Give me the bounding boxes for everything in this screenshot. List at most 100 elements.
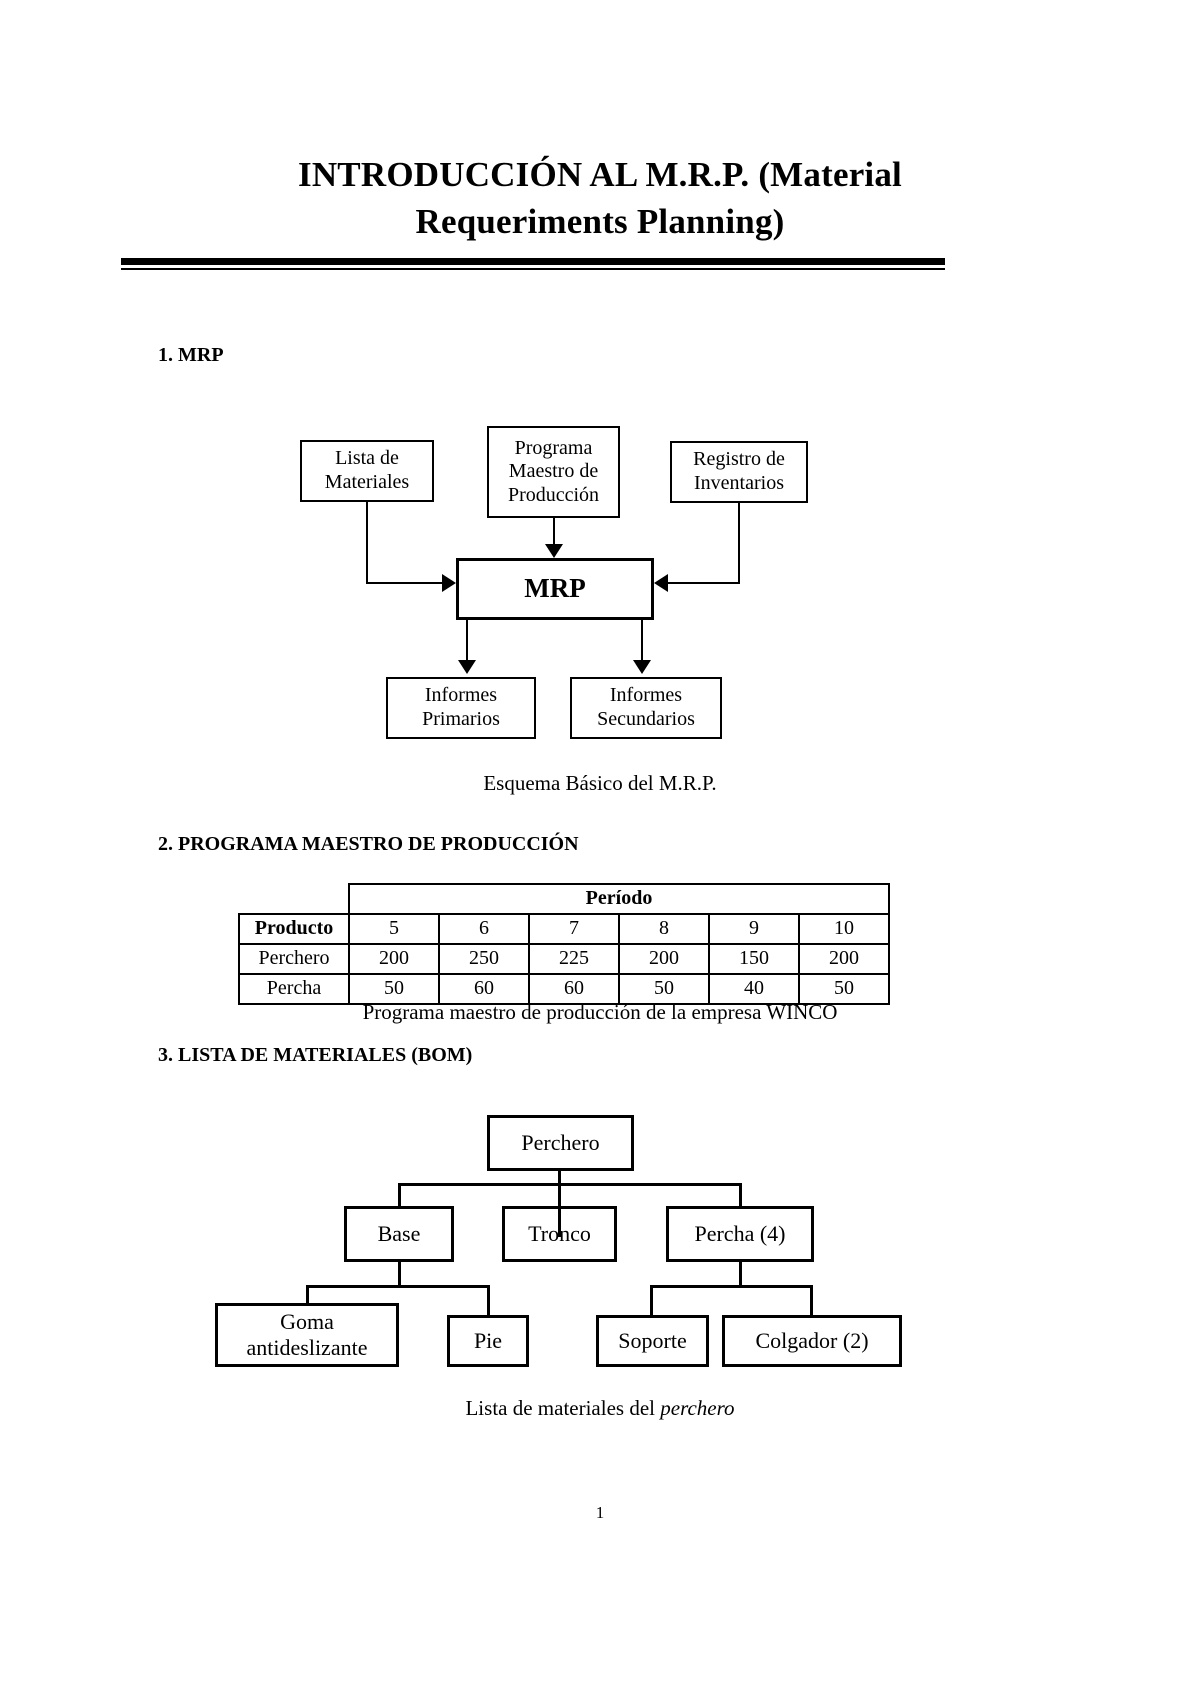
page-title-line1: INTRODUCCIÓN AL M.R.P. (Material [298, 155, 902, 194]
bom-node-base: Base [344, 1206, 454, 1262]
flow-box-line: Secundarios [597, 708, 695, 730]
mps-table: Período Producto 5 6 7 8 9 10 Perchero 2… [238, 883, 890, 1005]
bom-node-percha: Percha (4) [666, 1206, 814, 1262]
table-row-label-percha: Percha [238, 973, 350, 1005]
bom-node-label: Percha (4) [694, 1221, 786, 1247]
bom-node-label: Colgador (2) [755, 1328, 869, 1354]
title-divider-gap [121, 265, 945, 268]
bom-connector-pie-stem [487, 1285, 490, 1317]
bom-caption-italic: perchero [660, 1396, 735, 1420]
bom-node-pie: Pie [447, 1315, 529, 1367]
title-divider-thick [121, 258, 945, 265]
table-row-header-period: Período [239, 883, 890, 915]
bom-connector-percha-bus [650, 1285, 813, 1288]
bom-connector-soporte-stem [650, 1285, 653, 1317]
table-header-producto: Producto [238, 913, 350, 945]
arrow-mrp-to-primarios [458, 660, 476, 674]
connector-registro-to-mrp-vertical [738, 503, 740, 584]
table-cell: 50 [798, 973, 890, 1005]
page-title-line2: Requeriments Planning) [415, 201, 785, 241]
connector-lista-to-mrp-horizontal [366, 582, 444, 584]
table-cell: 50 [348, 973, 440, 1005]
table-header-period: Período [348, 883, 890, 915]
bom-connector-goma-stem [306, 1285, 309, 1305]
table-cell: 200 [618, 943, 710, 975]
flow-box-line: Lista de [335, 447, 399, 470]
table-cell: 250 [438, 943, 530, 975]
page-number: 1 [595, 1503, 605, 1522]
bom-caption: Lista de materiales del perchero [0, 1396, 1200, 1421]
flow-box-informes-primarios: Informes Primarios [386, 677, 536, 739]
section-heading-mrp: 1. MRP [158, 344, 224, 366]
flow-box-line: Producción [507, 483, 600, 506]
flow-box-line: Primarios [422, 708, 500, 730]
table-cell: 200 [348, 943, 440, 975]
flow-box-line: Materiales [324, 471, 410, 493]
bom-node-soporte: Soporte [596, 1315, 709, 1367]
bom-node-label: Base [377, 1221, 421, 1247]
bom-node-label: Perchero [521, 1130, 600, 1156]
flow-box-informes-secundarios: Informes Secundarios [570, 677, 722, 739]
bom-caption-prefix: Lista de materiales del [465, 1396, 661, 1420]
connector-registro-to-mrp-horizontal [668, 582, 740, 584]
bom-connector-level2-bus [398, 1183, 742, 1186]
table-row-header-products: Producto 5 6 7 8 9 10 [238, 913, 890, 945]
table-cell: 60 [528, 973, 620, 1005]
bom-connector-percha-stem [739, 1183, 742, 1208]
table-caption: Programa maestro de producción de la emp… [362, 1000, 838, 1024]
flow-box-programa-maestro: Programa Maestro de Producción [487, 426, 620, 518]
bom-connector-base-stem [398, 1183, 401, 1208]
bom-node-label: Pie [473, 1328, 503, 1354]
bom-node-label: Soporte [618, 1328, 687, 1354]
arrow-registro-to-mrp [654, 574, 668, 592]
flow-box-line: Inventarios [694, 472, 784, 494]
arrow-lista-to-mrp [442, 574, 456, 592]
table-cell: 150 [708, 943, 800, 975]
table-row: Perchero 200 250 225 200 150 200 [238, 943, 890, 975]
table-header-period-4: 9 [708, 913, 800, 945]
connector-programa-to-mrp-vertical [553, 518, 555, 546]
table-header-period-3: 8 [618, 913, 710, 945]
flow-box-mrp: MRP [456, 558, 654, 620]
bom-connector-base-down [398, 1262, 401, 1287]
table-header-period-1: 6 [438, 913, 530, 945]
flow-box-line: Informes [424, 684, 498, 707]
table-cell-blank [239, 884, 350, 915]
table-row-label-perchero: Perchero [238, 943, 350, 975]
bom-connector-percha-down [739, 1262, 742, 1287]
connector-lista-to-mrp-vertical [366, 502, 368, 584]
bom-node-label: antideslizante [246, 1335, 368, 1360]
table-header-period-0: 5 [348, 913, 440, 945]
arrow-programa-to-mrp [545, 544, 563, 558]
table-cell: 40 [708, 973, 800, 1005]
table-cell: 225 [528, 943, 620, 975]
bom-connector-colgador-stem [810, 1285, 813, 1317]
table-cell: 50 [618, 973, 710, 1005]
bom-node-goma-antideslizante: Goma antideslizante [215, 1303, 399, 1367]
bom-connector-base-bus [306, 1285, 490, 1288]
table-cell: 60 [438, 973, 530, 1005]
flow-box-line: Informes [609, 684, 683, 707]
arrow-mrp-to-secundarios [633, 660, 651, 674]
table-cell: 200 [798, 943, 890, 975]
flow-box-line: MRP [524, 573, 586, 604]
table-header-period-2: 7 [528, 913, 620, 945]
connector-mrp-to-secundarios-vertical [641, 620, 643, 662]
title-divider [121, 258, 945, 270]
connector-mrp-to-primarios-vertical [466, 620, 468, 662]
title-divider-thin [121, 268, 945, 270]
page-title: INTRODUCCIÓN AL M.R.P. (Material Requeri… [120, 152, 1080, 245]
bom-connector-root-stem [558, 1171, 561, 1237]
diagram-caption-mrp: Esquema Básico del M.R.P. [483, 771, 717, 795]
table-row: Percha 50 60 60 50 40 50 [238, 973, 890, 1005]
flow-box-lista-materiales: Lista de Materiales [300, 440, 434, 502]
flow-box-line: Programa [514, 436, 593, 459]
section-heading-lista-materiales: 3. LISTA DE MATERIALES (BOM) [158, 1044, 473, 1066]
flow-box-line: Maestro de [508, 460, 599, 483]
bom-node-perchero: Perchero [487, 1115, 634, 1171]
bom-node-colgador: Colgador (2) [722, 1315, 902, 1367]
flow-box-registro-inventarios: Registro de Inventarios [670, 441, 808, 503]
bom-node-label: Goma [280, 1309, 334, 1335]
table-header-period-5: 10 [798, 913, 890, 945]
